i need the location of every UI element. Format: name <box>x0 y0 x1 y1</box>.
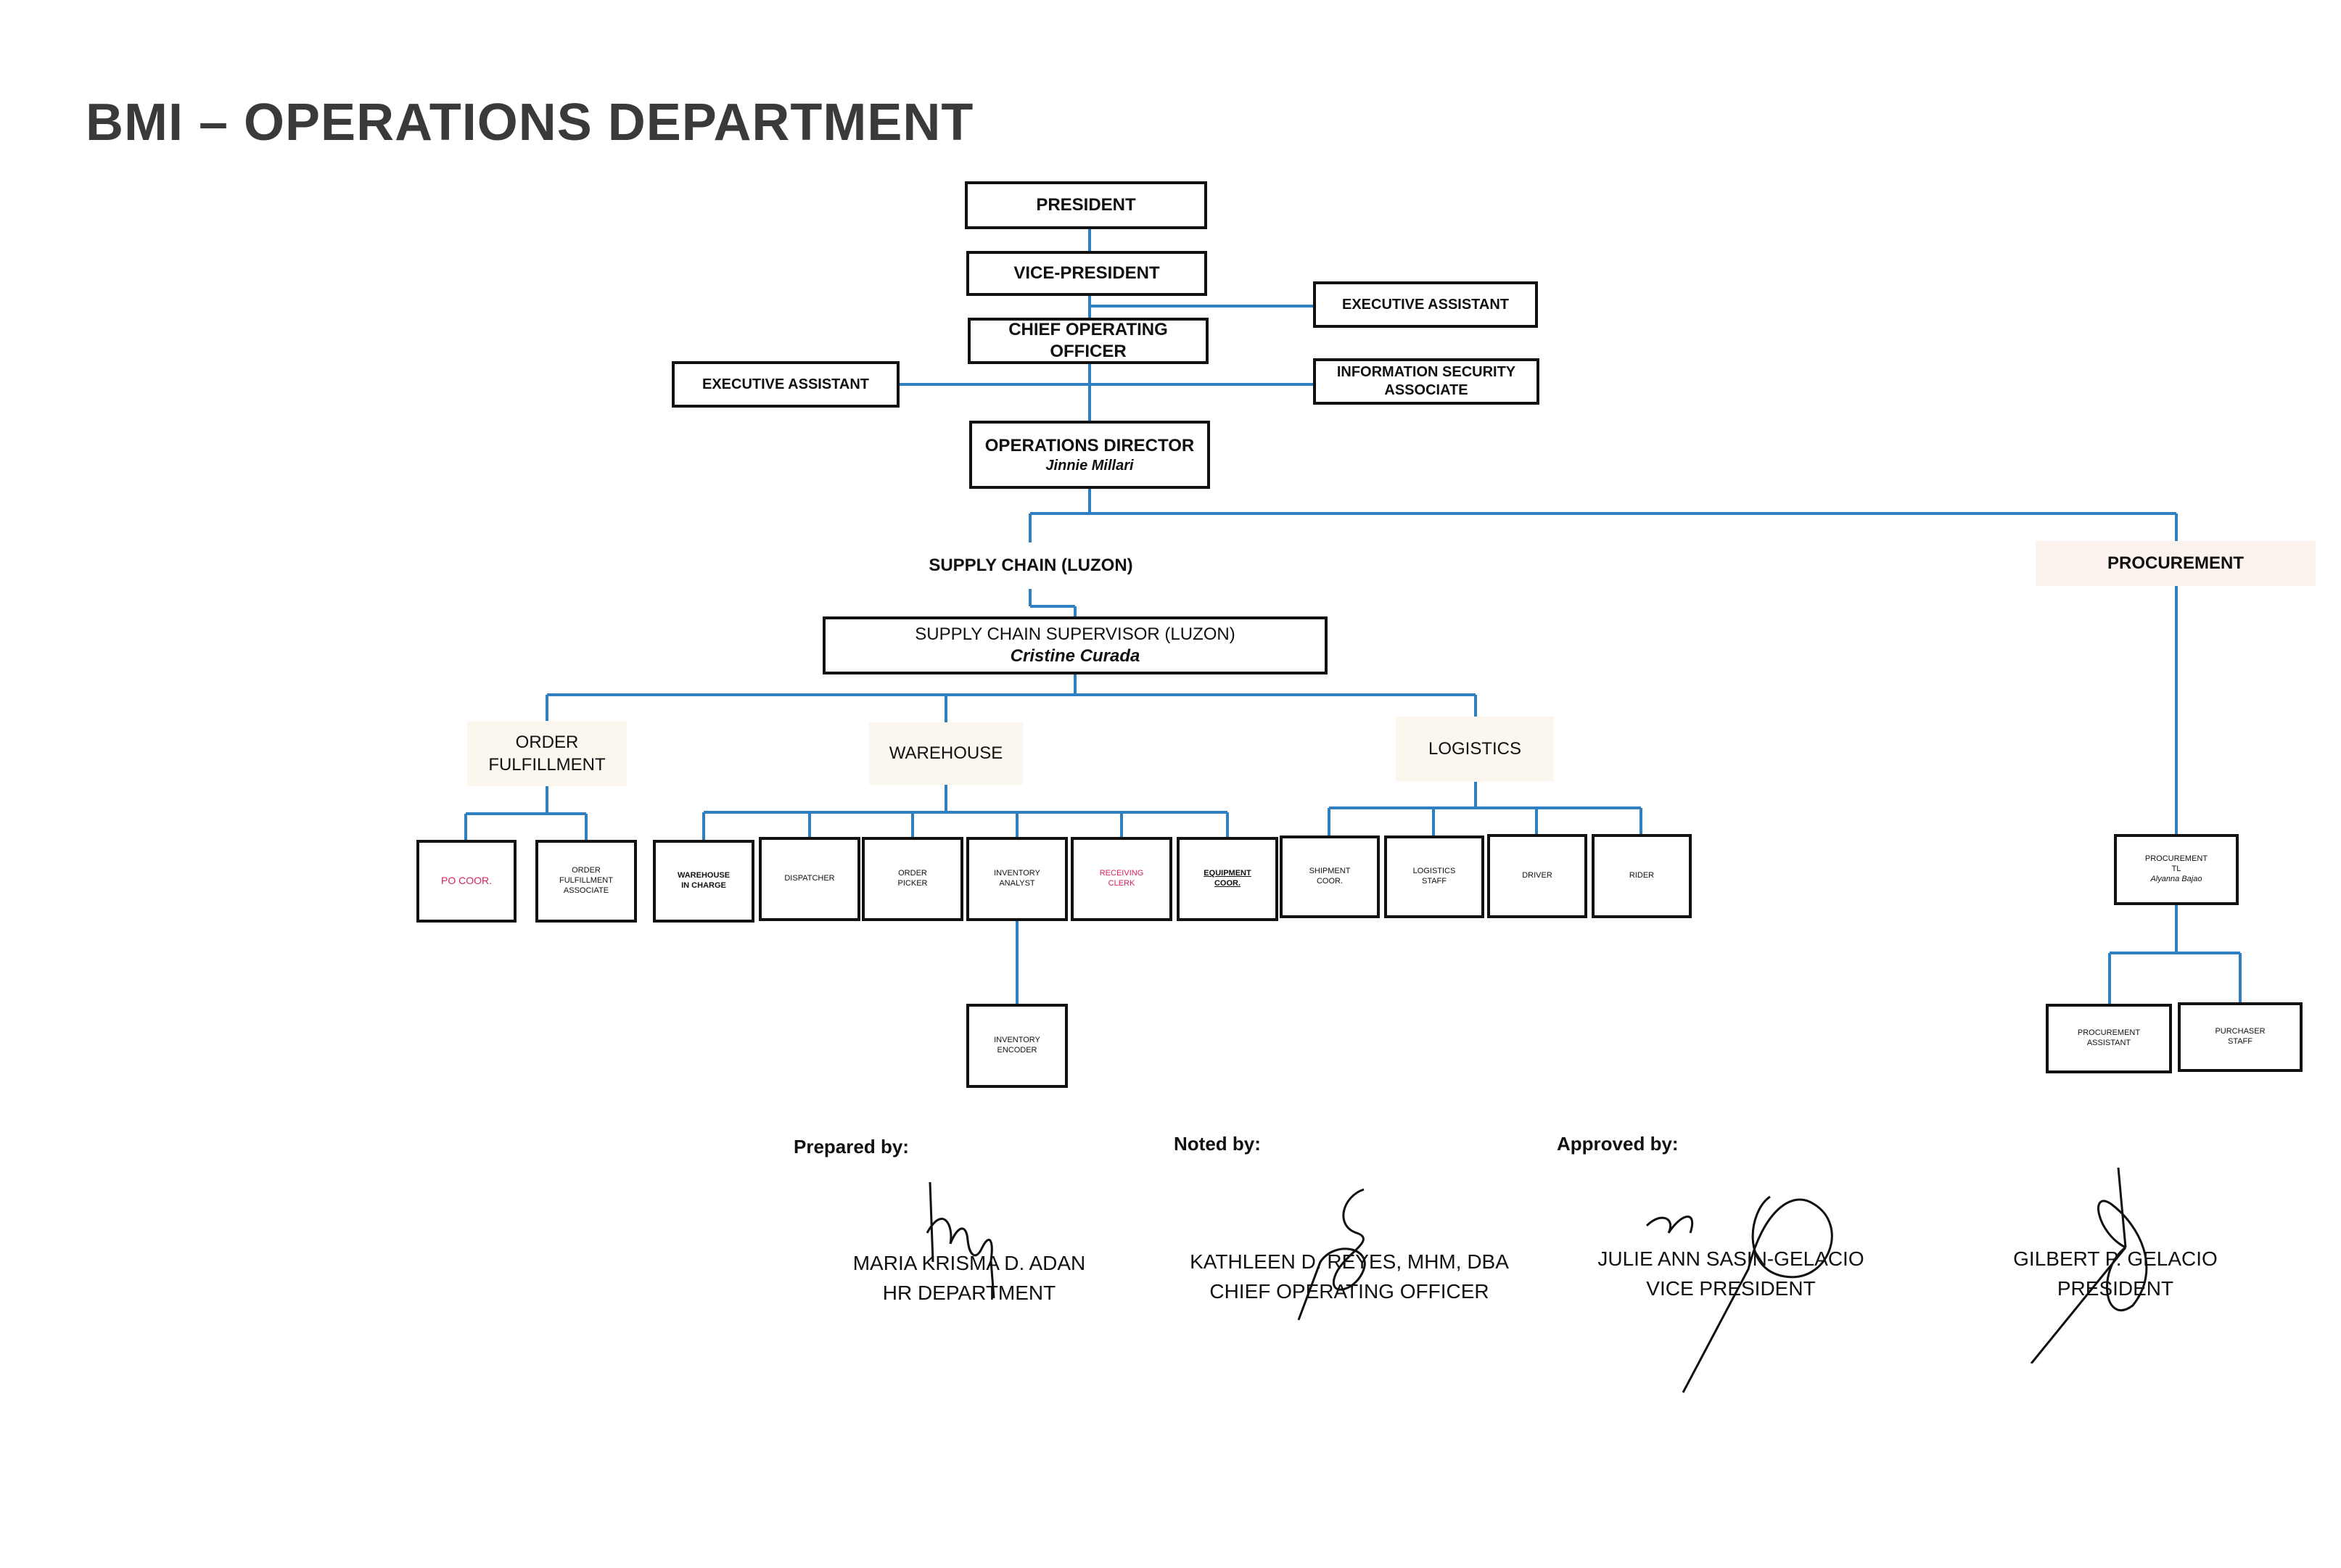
box-label-line2: IN CHARGE <box>681 881 726 890</box>
handwritten-signature-sasin-gelacio <box>1645 1195 1833 1393</box>
noted-by-label: Noted by: <box>1174 1133 1261 1155</box>
box-label: RIDER <box>1629 871 1655 880</box>
noted-by-signer: KATHLEEN D. REYES, MHM, DBA CHIEF OPERAT… <box>1190 1247 1509 1306</box>
box-label: DRIVER <box>1522 871 1552 880</box>
signer-name: MARIA KRISMA D. ADAN <box>852 1252 1086 1274</box>
box-label-line2: OFFICER <box>1050 342 1127 361</box>
box-label-line1: PURCHASER <box>2215 1027 2266 1036</box>
box-label-line3: ASSOCIATE <box>563 886 609 895</box>
procurement-label: PROCUREMENT <box>2036 541 2316 586</box>
box-label-line2: ASSISTANT <box>2086 1039 2131 1047</box>
signer-role: CHIEF OPERATING OFFICER <box>1209 1279 1489 1303</box>
vice-president-signer: JULIE ANN SASIN-GELACIO VICE PRESIDENT <box>1597 1245 1864 1303</box>
executive-assistant-left-box: EXECUTIVE ASSISTANT <box>672 361 900 408</box>
rider-box: RIDER <box>1592 834 1692 918</box>
box-label-line1: EQUIPMENT <box>1204 869 1251 878</box>
box-label-line2: CLERK <box>1108 879 1135 888</box>
box-label-line2: FULFILLMENT <box>559 876 613 886</box>
dept-label: WAREHOUSE <box>889 743 1003 764</box>
box-label: OPERATIONS DIRECTOR <box>984 435 1195 455</box>
purchaser-staff-box: PURCHASER STAFF <box>2178 1002 2303 1072</box>
information-security-associate-box: INFORMATION SECURITY ASSOCIATE <box>1313 358 1539 405</box>
box-label-line1: LOGISTICS <box>1412 867 1456 876</box>
box-label: VICE-PRESIDENT <box>1013 263 1160 283</box>
handwritten-signature-adan <box>926 1181 995 1299</box>
signer-role: PRESIDENT <box>2057 1276 2174 1300</box>
prepared-by-label: Prepared by: <box>794 1136 909 1158</box>
chief-operating-officer-box: CHIEF OPERATING OFFICER <box>968 318 1209 364</box>
box-label-line1: ORDER <box>572 866 601 875</box>
po-coordinator-box: PO COOR. <box>416 840 517 923</box>
person-name: Alyanna Bajao <box>2150 874 2202 883</box>
operations-director-box: OPERATIONS DIRECTOR Jinnie Millari <box>969 421 1210 489</box>
dispatcher-box: DISPATCHER <box>759 837 860 921</box>
executive-assistant-right-box: EXECUTIVE ASSISTANT <box>1313 281 1538 328</box>
box-label-line2: ANALYST <box>999 879 1035 888</box>
order-fulfillment-associate-box: ORDER FULFILLMENT ASSOCIATE <box>535 840 637 923</box>
order-fulfillment-label: ORDER FULFILLMENT <box>467 721 627 786</box>
page-title: BMI – OPERATIONS DEPARTMENT <box>86 94 974 152</box>
box-label-line1: ORDER <box>898 869 927 878</box>
box-label: EXECUTIVE ASSISTANT <box>702 376 870 392</box>
signer-role: HR DEPARTMENT <box>882 1281 1056 1304</box>
dept-label: PROCUREMENT <box>2107 553 2244 574</box>
box-label-line2: PICKER <box>897 879 928 888</box>
box-label-line1: CHIEF OPERATING <box>1008 320 1168 339</box>
dept-label: LOGISTICS <box>1428 739 1522 759</box>
warehouse-label: WAREHOUSE <box>869 722 1023 785</box>
box-label-line2: ASSOCIATE <box>1384 382 1468 398</box>
box-label-line2: STAFF <box>1421 877 1447 886</box>
inventory-encoder-box: INVENTORY ENCODER <box>966 1004 1068 1088</box>
box-label-line2: STAFF <box>2227 1037 2252 1046</box>
dept-label-line1: ORDER <box>515 732 579 752</box>
box-label: PO COOR. <box>440 875 492 887</box>
approved-by-label: Approved by: <box>1557 1133 1679 1155</box>
signer-name: KATHLEEN D. REYES, MHM, DBA <box>1190 1250 1509 1273</box>
supply-chain-supervisor-box: SUPPLY CHAIN SUPERVISOR (LUZON) Cristine… <box>823 616 1328 674</box>
box-label-line1: INVENTORY <box>994 1036 1040 1045</box>
signer-role: VICE PRESIDENT <box>1646 1276 1816 1300</box>
logistics-label: LOGISTICS <box>1396 717 1554 782</box>
box-label-line1: PROCUREMENT <box>2144 854 2208 864</box>
box-label: EXECUTIVE ASSISTANT <box>1341 296 1510 313</box>
procurement-assistant-box: PROCUREMENT ASSISTANT <box>2046 1004 2172 1073</box>
box-label: DISPATCHER <box>784 874 835 883</box>
logistics-staff-box: LOGISTICS STAFF <box>1384 835 1484 918</box>
box-label-line2: ENCODER <box>997 1046 1037 1055</box>
procurement-tl-box: PROCUREMENT TL Alyanna Bajao <box>2114 834 2239 905</box>
warehouse-in-charge-box: WAREHOUSE IN CHARGE <box>653 840 754 923</box>
box-label-line1: INVENTORY <box>994 869 1040 878</box>
shipment-coordinator-box: SHIPMENT COOR. <box>1280 835 1380 918</box>
president-box: PRESIDENT <box>965 181 1207 229</box>
box-label: SUPPLY CHAIN SUPERVISOR (LUZON) <box>915 624 1235 644</box>
order-picker-box: ORDER PICKER <box>862 837 963 921</box>
handwritten-signature-reyes <box>1297 1188 1366 1321</box>
dept-label: SUPPLY CHAIN (LUZON) <box>929 556 1133 576</box>
box-label-line2: COOR. <box>1214 879 1241 888</box>
box-label: PRESIDENT <box>1036 195 1136 215</box>
inventory-analyst-box: INVENTORY ANALYST <box>966 837 1068 921</box>
person-name: Jinnie Millari <box>1045 457 1134 474</box>
box-label-line1: INFORMATION SECURITY <box>1336 364 1516 380</box>
box-label-line1: SHIPMENT <box>1309 867 1351 876</box>
prepared-by-signer: MARIA KRISMA D. ADAN HR DEPARTMENT <box>853 1249 1086 1308</box>
dept-label-line2: FULFILLMENT <box>488 755 606 775</box>
driver-box: DRIVER <box>1487 834 1587 918</box>
box-label-line1: WAREHOUSE <box>677 871 731 880</box>
box-label-line1: PROCUREMENT <box>2077 1028 2141 1038</box>
supply-chain-luzon-label: SUPPLY CHAIN (LUZON) <box>911 548 1151 583</box>
receiving-clerk-box: RECEIVING CLERK <box>1071 837 1172 921</box>
person-name: Cristine Curada <box>1010 646 1140 666</box>
handwritten-signature-gelacio <box>2030 1167 2148 1363</box>
equipment-coordinator-box: EQUIPMENT COOR. <box>1177 837 1278 921</box>
box-label-line2: COOR. <box>1316 877 1344 886</box>
box-label-line2: TL <box>2171 865 2181 874</box>
box-label-line1: RECEIVING <box>1099 869 1144 878</box>
vice-president-box: VICE-PRESIDENT <box>966 251 1207 296</box>
